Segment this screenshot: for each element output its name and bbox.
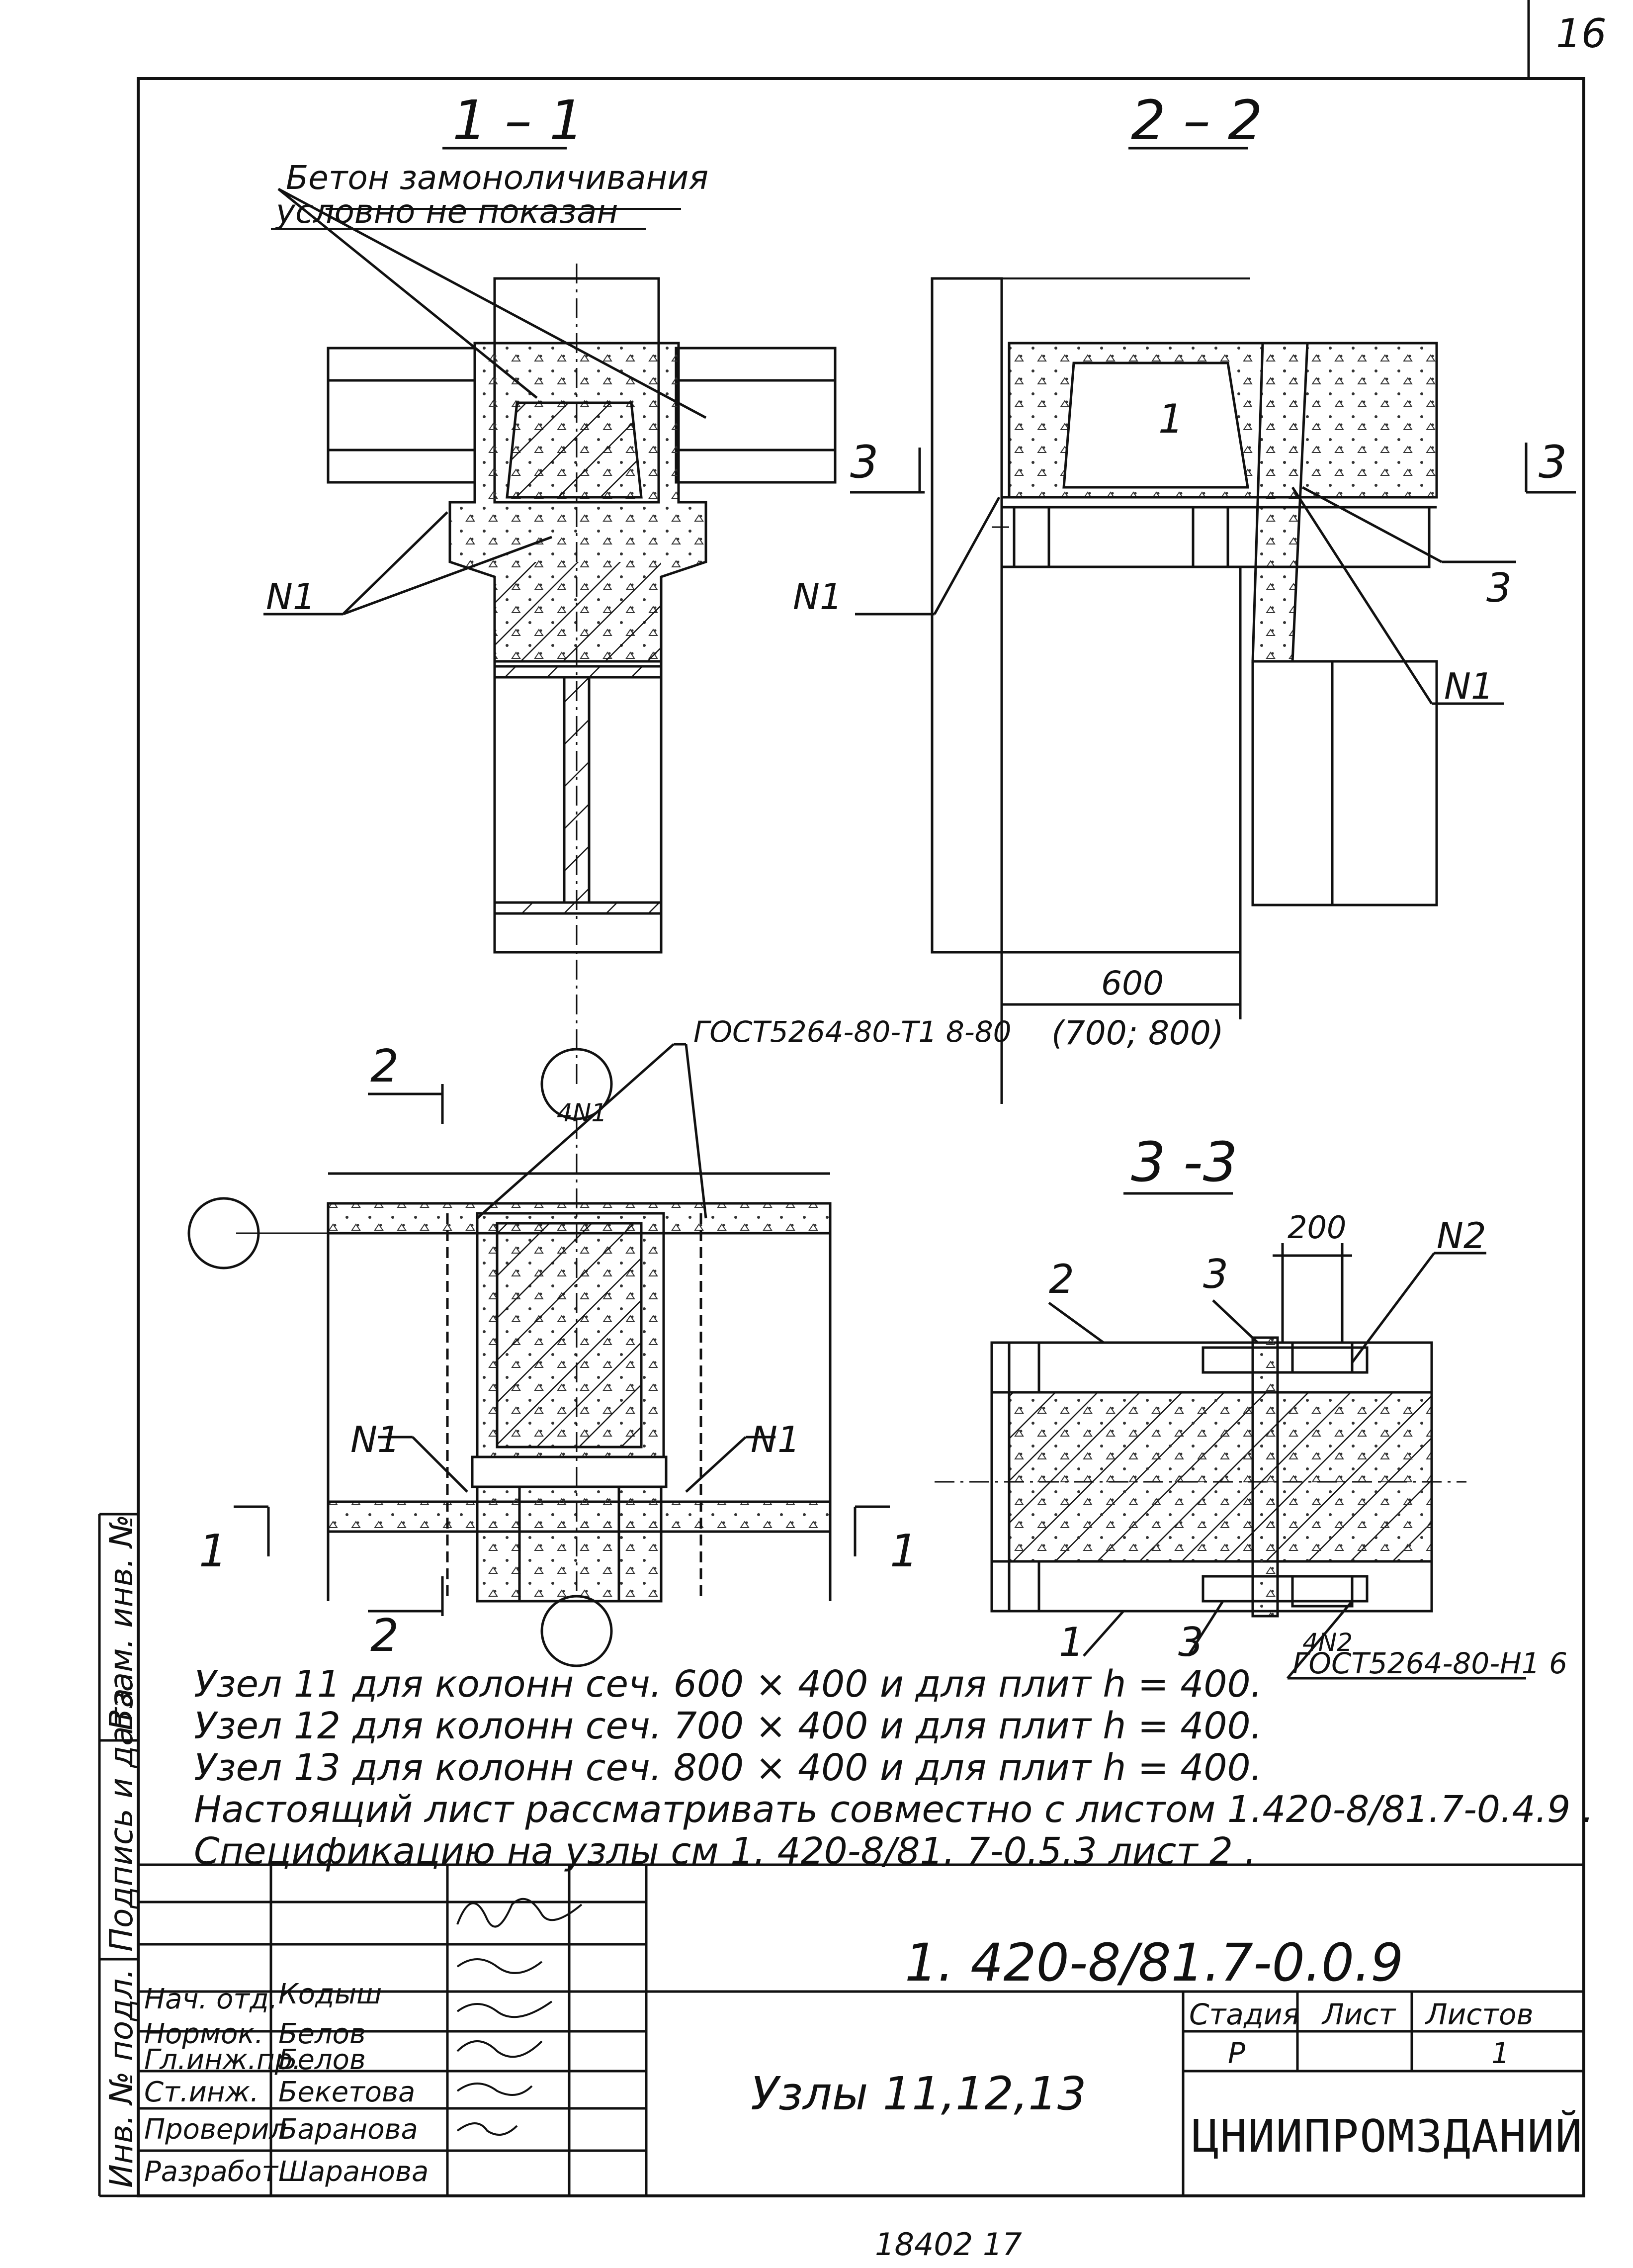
section-1-1-label: 1 – 1 <box>452 89 584 152</box>
weld-mark-4n2: 4N2 <box>1302 1628 1353 1657</box>
footer-number: 18402 17 <box>875 2226 1022 2263</box>
n2-label: N2 <box>1437 1215 1486 1257</box>
note-line: Узел 12 для колонн сеч. 700 × 400 и для … <box>194 1705 1263 1747</box>
dim-600: 600 <box>1101 964 1164 1002</box>
concrete-note-line1: Бетон замоноличивания <box>286 159 708 197</box>
sheet-header: Лист <box>1322 1997 1395 2031</box>
name-cell: Белов <box>278 2018 366 2050</box>
n1-label-s22-left: N1 <box>793 576 843 618</box>
n1-label-left: N1 <box>266 576 316 618</box>
cut-1-left: 1 <box>199 1525 227 1577</box>
name-cell: Бекетова <box>278 2076 416 2108</box>
plan-view <box>187 1043 890 1667</box>
cut-2-bottom: 2 <box>370 1610 399 1662</box>
name-cell: Баранова <box>278 2113 418 2146</box>
n1-label-s22-right: N1 <box>1444 665 1494 707</box>
concrete-note-line2: условно не показан <box>275 192 618 231</box>
general-notes: Узел 11 для колонн сеч. 600 × 400 и для … <box>194 1663 1594 1872</box>
cut-1-right: 1 <box>890 1525 918 1577</box>
section-1-1 <box>263 147 837 1084</box>
note-line: Спецификацию на узлы см 1. 420-8/81. 7-0… <box>194 1830 1257 1873</box>
organization-name: ЦНИИПРОМЗДАНИЙ <box>1192 2110 1583 2163</box>
side-label-vzam: Взам. инв. № <box>103 1514 140 1730</box>
n1-label-plan-right: N1 <box>751 1419 800 1460</box>
stage-header: Стадия <box>1189 1997 1300 2031</box>
name-cell: Кодыш <box>278 1978 382 2010</box>
role-cell: Ст.инж. <box>144 2076 259 2108</box>
stage-value: Р <box>1228 2036 1245 2070</box>
label-2-s33: 2 <box>1049 1256 1074 1302</box>
role-cell: Гл.инж.пр. <box>144 2044 302 2076</box>
label-1-s33: 1 <box>1059 1619 1084 1665</box>
role-cell: Нормок. <box>144 2018 264 2050</box>
weld-note-2: ГОСТ5264-80-Н1 6 <box>1292 1646 1567 1680</box>
sheets-value: 1 <box>1491 2036 1510 2070</box>
role-cell: Разработ. <box>144 2156 287 2188</box>
cut-2-top: 2 <box>370 1040 399 1092</box>
cut-3-right: 3 <box>1539 436 1567 488</box>
n1-label-plan-left: N1 <box>350 1419 400 1460</box>
sheet-frame <box>137 0 1585 2197</box>
dim-200: 200 <box>1288 1209 1346 1246</box>
section-3-3 <box>935 1192 1526 1680</box>
weld-note-1: ГОСТ5264-80-Т1 8-80 <box>693 1015 1012 1049</box>
name-cell: Шаранова <box>278 2156 429 2188</box>
dim-700-800: (700; 800) <box>1051 1014 1224 1052</box>
page-number: 16 <box>1556 10 1607 57</box>
name-cell: Белов <box>278 2044 366 2076</box>
drawing-code: 1. 420-8/81.7-0.0.9 <box>905 1932 1404 1993</box>
title-block-grid <box>98 1513 1584 2197</box>
note-line: Настоящий лист рассматривать совместно с… <box>194 1788 1594 1831</box>
label-3-s33-bottom: 3 <box>1178 1619 1203 1665</box>
section-3-3-label: 3 -3 <box>1131 1130 1238 1194</box>
weld-mark-4n1: 4N1 <box>557 1098 607 1127</box>
sheets-header: Листов <box>1426 1997 1534 2031</box>
drawing-title: Узлы 11,12,13 <box>751 2067 1087 2120</box>
label-1-s22: 1 <box>1158 396 1184 442</box>
cut-3-left: 3 <box>850 436 878 488</box>
label-3-s33-top: 3 <box>1203 1251 1228 1297</box>
note-line: Узел 13 для колонн сеч. 800 × 400 и для … <box>194 1746 1263 1789</box>
section-2-2-label: 2 – 2 <box>1131 89 1263 152</box>
role-cell: Нач. отд. <box>144 1983 278 2015</box>
side-label-inv-podl: Инв. № подл. <box>103 1968 140 2188</box>
label-3-s22: 3 <box>1486 565 1512 611</box>
role-cell: Проверил <box>144 2113 287 2146</box>
section-2-2 <box>850 147 1576 1104</box>
note-line: Узел 11 для колонн сеч. 600 × 400 и для … <box>194 1663 1263 1706</box>
